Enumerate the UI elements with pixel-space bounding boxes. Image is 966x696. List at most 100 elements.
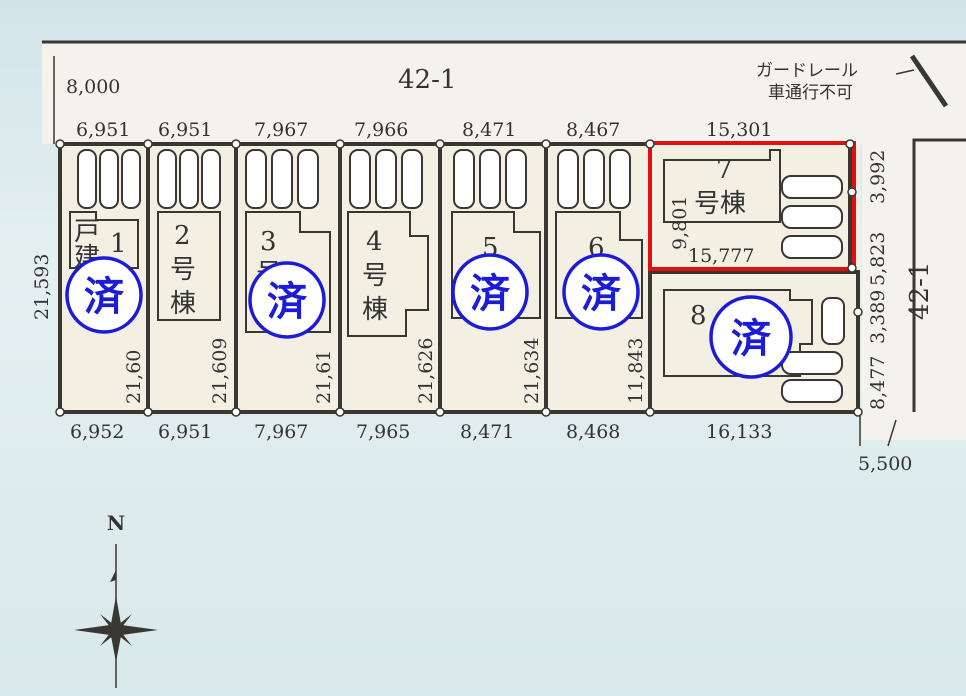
top-road-surface [42, 42, 966, 144]
sold-stamp-circle [451, 253, 529, 331]
depth-dim-6: 11,843 [625, 338, 647, 404]
lot-3-number: 3 [260, 227, 277, 257]
top-dim-6: 8,467 [566, 119, 620, 141]
boundary-node [435, 139, 445, 149]
guardrail-note-1: ガードレール [756, 61, 858, 81]
compass-icon: N [74, 511, 158, 688]
lot-7-line2: 号棟 [694, 189, 746, 219]
car [781, 235, 843, 259]
boundary-node [231, 139, 241, 149]
compass-star-se [114, 628, 132, 646]
parking [77, 149, 845, 403]
road-right-label: 42-1 [905, 262, 935, 320]
lot-2-line3: 棟 [170, 289, 196, 319]
sold-stamps: 済 済 済 済 済 [65, 253, 793, 379]
car [201, 149, 221, 209]
sold-stamp-lot-1: 済 [65, 256, 143, 334]
boundary-node [645, 139, 655, 149]
road-width-dim: 8,000 [66, 76, 120, 98]
bottom-dim-5: 8,471 [460, 421, 514, 443]
dimensions: 6,951 6,951 7,967 7,966 8,471 8,467 15,3… [31, 119, 912, 475]
guardrail-note-2: 車通行不可 [768, 83, 853, 103]
car [121, 149, 141, 209]
boundary-node [853, 407, 863, 417]
car [375, 149, 397, 209]
sold-stamp-circle [65, 256, 143, 334]
compass-star-north [111, 596, 121, 630]
guardrail-leader [895, 69, 915, 75]
car [297, 149, 319, 209]
depth-dim-4: 21,626 [415, 338, 437, 404]
parking-lot-2 [157, 149, 221, 209]
sold-stamp-lot-3: 済 [248, 261, 326, 339]
lot-1-label-a: 戸 [74, 217, 100, 247]
right-road-edge [912, 138, 966, 412]
lot-7-number: 7 [716, 155, 733, 185]
car [179, 149, 199, 209]
lot-boundaries [58, 142, 860, 414]
depth-dim-5: 21,634 [521, 338, 543, 404]
compass-star-ne [114, 614, 132, 632]
parking-lot-1 [77, 149, 141, 209]
car [401, 149, 423, 209]
car [77, 149, 97, 209]
bottom-dim-7: 16,133 [706, 421, 772, 443]
car [821, 297, 845, 345]
corner-dim: 5,500 [858, 453, 912, 475]
bottom-dim-6: 8,468 [566, 421, 620, 443]
compass-north-label: N [107, 511, 125, 535]
sold-stamp-lot-6: 済 [562, 253, 640, 331]
parking-lot-4 [349, 149, 423, 209]
boundary-node [847, 187, 857, 197]
compass-north-arrow [110, 570, 116, 582]
car [781, 351, 843, 375]
sold-stamp-text: 済 [581, 271, 622, 317]
house-1 [69, 211, 139, 269]
car [245, 149, 267, 209]
top-road: 8,000 42-1 [42, 40, 966, 144]
boundary-node [541, 407, 551, 417]
lot-2-number: 2 [174, 221, 191, 251]
car [99, 149, 119, 209]
depth-dim-2: 21,609 [209, 338, 231, 404]
top-dim-2: 6,951 [158, 119, 212, 141]
compass-star-south [111, 630, 121, 662]
sold-stamp-circle [562, 253, 640, 331]
lot-7-highlight [648, 141, 856, 271]
parking-lot-3 [245, 149, 319, 209]
lot-4-number: 4 [366, 227, 383, 257]
boundary-node [435, 407, 445, 417]
lot-7-depth-dim: 9,801 [669, 196, 691, 250]
road-top-label: 42-1 [398, 65, 456, 95]
compass-star-east [116, 625, 158, 635]
bottom-dim-3: 7,967 [254, 421, 308, 443]
car [609, 149, 631, 209]
lot-8-number: 8 [690, 301, 707, 331]
left-depth-dim: 21,593 [31, 254, 53, 320]
sold-stamp-text: 済 [267, 279, 308, 325]
car [781, 205, 843, 229]
right-dim-2: 5,823 [867, 232, 889, 286]
boundary-nodes [55, 139, 863, 417]
depth-dim-3: 21,61 [313, 350, 335, 404]
sold-stamp-lot-5: 済 [451, 253, 529, 331]
top-dim-5: 8,471 [462, 119, 516, 141]
house-4 [347, 211, 429, 337]
car [479, 149, 501, 209]
corner-dim-line [887, 419, 897, 447]
car [781, 175, 843, 199]
bottom-dim-4: 7,965 [356, 421, 410, 443]
car [349, 149, 371, 209]
car [157, 149, 177, 209]
bottom-dim-1: 6,952 [70, 421, 124, 443]
car [271, 149, 293, 209]
lot-2-line2: 号 [170, 255, 196, 285]
sold-stamp-lot-8: 済 [709, 295, 793, 379]
house-7 [663, 149, 781, 223]
parking-lot-6 [557, 149, 631, 209]
boundary-node [335, 139, 345, 149]
lot-4-line2: 号 [362, 261, 388, 291]
lot-4-line3: 棟 [362, 295, 388, 325]
lot-1-number: 1 [110, 229, 127, 259]
